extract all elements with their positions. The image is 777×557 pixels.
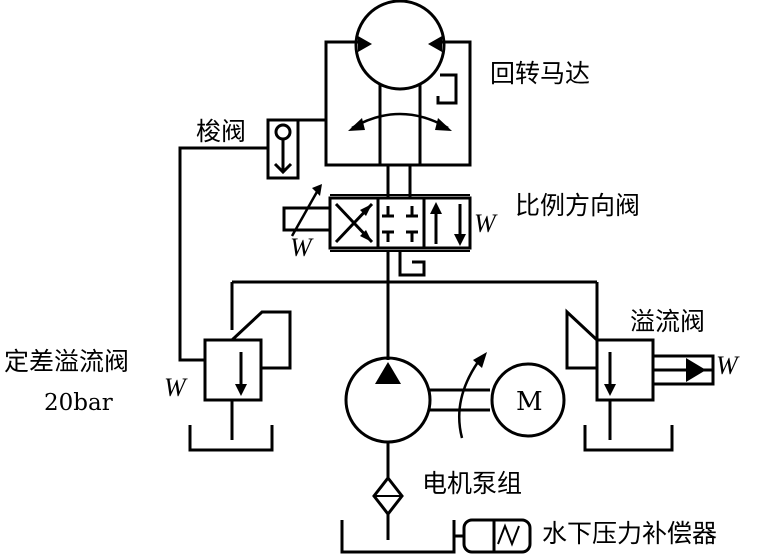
label-spring-w-diff: W	[164, 373, 188, 402]
motor-pump-group	[340, 352, 566, 554]
label-spring-w-left: W	[290, 233, 314, 262]
shuttle-valve	[178, 118, 326, 362]
label-relief-valve: 溢流阀	[630, 307, 705, 336]
proportional-valve	[282, 184, 472, 252]
label-compensator: 水下压力补偿器	[542, 519, 717, 548]
label-motor-pump-group: 电机泵组	[422, 469, 522, 498]
rotary-motor	[324, 0, 472, 167]
compensator	[462, 518, 532, 554]
label-rotary-motor: 回转马达	[490, 59, 590, 88]
diff-relief-valve	[188, 310, 292, 452]
relief-valve	[565, 308, 715, 452]
label-diff-relief-pressure: 20bar	[44, 390, 113, 416]
label-spring-w-right: W	[474, 209, 498, 238]
label-electric-motor-m: M	[516, 387, 543, 417]
label-proportional-valve: 比例方向阀	[515, 191, 640, 220]
label-spring-w-relief: W	[716, 351, 740, 380]
label-diff-relief-valve: 定差溢流阀	[4, 347, 129, 376]
label-shuttle-valve: 梭阀	[196, 117, 246, 146]
